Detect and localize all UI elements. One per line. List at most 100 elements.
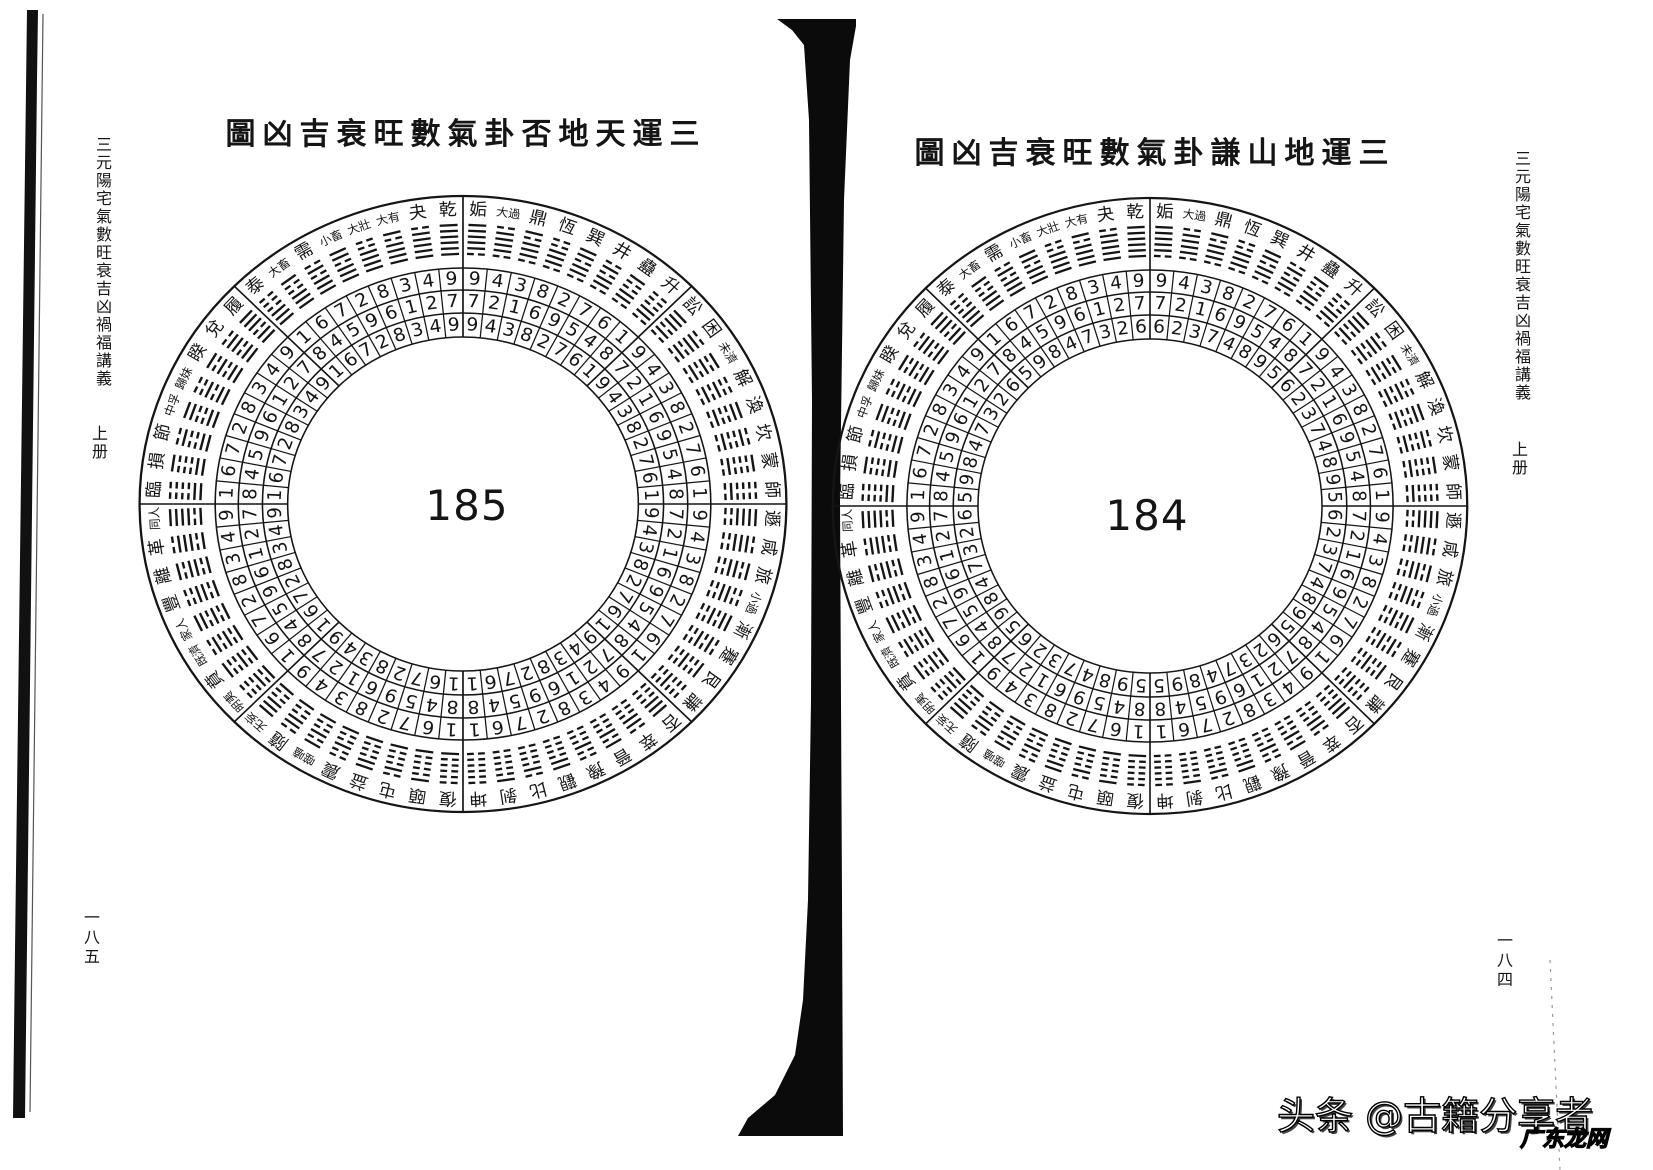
hexagram-name: 剝 <box>498 784 519 806</box>
yang-line <box>1277 281 1294 292</box>
yin-line <box>239 684 246 691</box>
hexagram-name: 頤 <box>1095 786 1115 808</box>
yin-line <box>503 748 511 753</box>
yang-line <box>1075 249 1094 256</box>
number-outer-ring-cell: 4 <box>1368 532 1391 546</box>
hexagram-name: 乾 <box>1126 202 1144 223</box>
yang-line <box>522 241 541 248</box>
number-outer-ring-cell: 6 <box>421 716 436 738</box>
yang-line <box>1375 632 1387 649</box>
yin-line <box>1341 338 1348 346</box>
number-outer-ring-cell: 1 <box>1132 720 1145 741</box>
yin-line <box>602 738 610 744</box>
yang-line <box>1338 327 1352 342</box>
yang-line <box>182 534 188 552</box>
yang-line <box>361 253 380 262</box>
yang-line <box>520 247 539 254</box>
yang-line <box>974 719 991 732</box>
left-page-edge-line <box>29 13 44 1113</box>
yin-line <box>1386 635 1392 643</box>
yin-line <box>571 740 580 746</box>
yin-line <box>897 641 904 649</box>
number-outer-ring-cell: 6 <box>1368 466 1391 480</box>
yin-line <box>267 290 274 297</box>
yin-line <box>1410 444 1415 451</box>
yin-line <box>172 546 176 554</box>
yang-line <box>948 327 962 342</box>
cell-divider <box>438 269 447 338</box>
yang-line <box>1155 225 1173 229</box>
yang-line <box>1431 456 1437 474</box>
yang-line <box>1394 383 1404 400</box>
yang-line <box>252 672 267 687</box>
yin-line <box>525 774 533 778</box>
yin-line <box>1334 331 1341 338</box>
yang-line <box>729 482 733 500</box>
yin-line <box>1074 762 1082 767</box>
hexagram-symbol-icon <box>170 532 206 554</box>
yin-line <box>933 342 940 350</box>
yin-line <box>900 621 906 629</box>
yang-line <box>1127 243 1146 247</box>
yin-line <box>1189 257 1197 262</box>
yin-line <box>221 370 228 378</box>
number-outer-ring-cell: 4 <box>685 530 708 544</box>
yin-line <box>264 676 271 683</box>
cell-divider <box>1166 271 1175 340</box>
yin-line <box>1357 357 1363 365</box>
cell-divider <box>637 519 710 528</box>
cell-divider <box>1182 274 1199 343</box>
hexagram-name: 益 <box>347 769 371 793</box>
yang-line <box>468 229 487 233</box>
yin-line <box>1409 388 1415 395</box>
hexagram-symbol-icon <box>863 534 898 556</box>
cell-divider <box>1078 665 1101 733</box>
cell-divider <box>529 285 559 350</box>
yin-line <box>750 546 754 554</box>
cell-divider <box>559 642 602 701</box>
yin-line <box>677 340 684 348</box>
hexagram-name: 睽 <box>185 341 212 366</box>
number-middle-ring-cell: 1 <box>506 296 523 319</box>
yang-line <box>711 409 721 427</box>
yang-line <box>1211 232 1229 239</box>
yin-line <box>611 297 619 303</box>
number-outer-ring-cell: 2 <box>1239 291 1259 315</box>
yin-line <box>275 299 282 306</box>
yang-line <box>204 381 215 398</box>
yin-line <box>216 633 223 641</box>
number-middle-ring-cell: 9 <box>1211 685 1229 708</box>
hexagram-name: 需 <box>982 241 1007 267</box>
yin-line <box>1350 349 1357 357</box>
yin-line <box>1355 659 1362 666</box>
yin-line <box>714 566 719 574</box>
hexagram-name: 萃 <box>1317 729 1343 755</box>
yang-line <box>1234 250 1252 259</box>
hexagram-name: 蹇 <box>714 643 741 668</box>
yang-line <box>1050 255 1068 264</box>
number-middle-ring-cell: 9 <box>942 429 966 447</box>
yin-line <box>1261 727 1269 733</box>
yang-line <box>741 508 746 526</box>
hexagram-name: 否 <box>1340 711 1367 737</box>
hexagram-symbol-icon <box>183 579 220 607</box>
yin-line <box>231 655 238 663</box>
yin-line <box>1054 239 1062 244</box>
yang-line <box>571 262 590 273</box>
cell-divider <box>624 567 693 595</box>
yang-line <box>1078 260 1097 267</box>
yin-line <box>198 388 204 396</box>
yang-line <box>698 358 710 375</box>
number-outer-ring-cell: 9 <box>1132 271 1145 292</box>
number-outer-ring-cell: 6 <box>218 464 241 478</box>
yin-line <box>189 430 194 438</box>
yang-line <box>523 765 542 773</box>
hexagram-symbol-icon <box>329 247 360 283</box>
yang-line <box>1155 231 1173 235</box>
number-inner-ring-cell: 6 <box>300 600 324 621</box>
number-middle-ring-cell: 9 <box>525 683 544 706</box>
yin-line <box>295 703 303 710</box>
